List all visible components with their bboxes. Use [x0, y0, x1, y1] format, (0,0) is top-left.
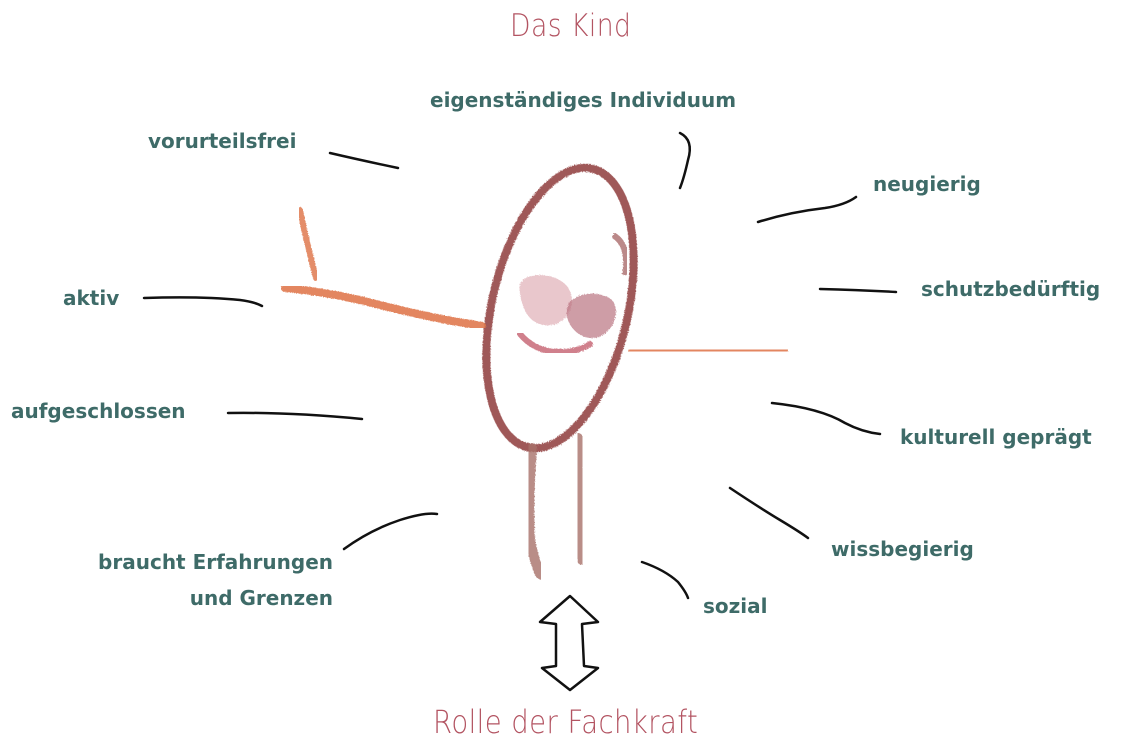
figure-mouth — [520, 334, 590, 352]
double-arrow-icon — [540, 596, 598, 690]
label-vorurteilsfrei: vorurteilsfrei — [148, 129, 296, 153]
label-braucht-erfahrungen-line2: und Grenzen — [71, 586, 333, 610]
label-aktiv: aktiv — [63, 286, 119, 310]
label-wissbegierig: wissbegierig — [831, 537, 974, 561]
label-aufgeschlossen: aufgeschlossen — [11, 399, 186, 423]
connector-wissbegierig — [730, 488, 808, 538]
connector-neugierig — [758, 197, 856, 222]
connector-schutzbeduerftig — [820, 289, 896, 292]
figure-cheek-left — [520, 275, 572, 325]
figure-arm-left — [285, 288, 482, 326]
label-eigenstaendiges-individuum: eigenständiges Individuum — [430, 88, 736, 112]
connector-aufgeschlossen — [228, 413, 362, 419]
label-sozial: sozial — [703, 594, 768, 618]
connector-kulturell — [772, 403, 880, 434]
connector-eigenstaendig — [680, 133, 690, 188]
connector-vorurteilsfrei — [330, 153, 398, 168]
label-schutzbeduerftig: schutzbedürftig — [921, 277, 1100, 301]
figure-hand-left — [300, 210, 316, 278]
figure-leg-right — [578, 438, 582, 560]
figure-cheek-right — [567, 294, 616, 338]
figure-arm-right — [632, 350, 784, 351]
label-neugierig: neugierig — [873, 172, 981, 196]
figure-head-highlight — [613, 235, 626, 275]
label-braucht-erfahrungen: braucht Erfahrungen und Grenzen — [71, 550, 333, 610]
label-braucht-erfahrungen-line1: braucht Erfahrungen — [71, 550, 333, 574]
label-kulturell-gepraegt: kulturell geprägt — [900, 425, 1092, 449]
connector-sozial — [642, 562, 688, 598]
connector-erfahrungen — [344, 514, 437, 549]
connector-aktiv — [144, 297, 262, 306]
figure-leg-left — [529, 448, 540, 574]
